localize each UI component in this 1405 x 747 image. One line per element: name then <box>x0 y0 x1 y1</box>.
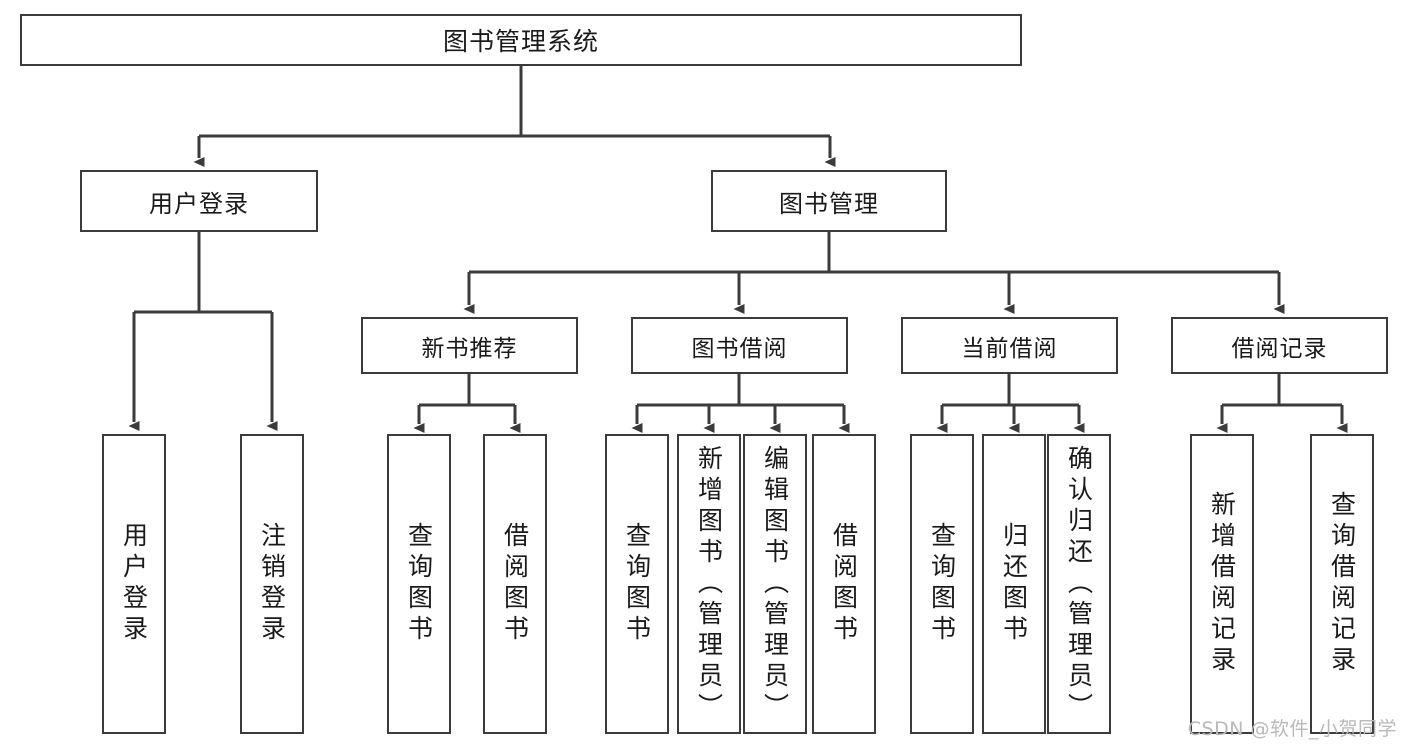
leaf-add-borrow-record[interactable]: 新增借阅记录 <box>1190 434 1254 734</box>
leaf-edit-book-admin-label: 编辑图书（管理员） <box>760 444 790 724</box>
leaf-return-book-label: 归还图书 <box>999 522 1029 646</box>
leaf-borrow-book[interactable]: 借阅图书 <box>812 434 876 734</box>
leaf-query-book-borrow[interactable]: 查询图书 <box>605 434 669 734</box>
leaf-confirm-return-admin-label: 确认归还（管理员） <box>1064 444 1094 724</box>
leaf-query-book-newbook[interactable]: 查询图书 <box>387 434 451 734</box>
leaf-borrow-book-label: 借阅图书 <box>829 522 859 646</box>
leaf-edit-book-admin[interactable]: 编辑图书（管理员） <box>743 434 807 734</box>
leaf-query-book-current[interactable]: 查询图书 <box>910 434 974 734</box>
node-borrow-record[interactable]: 借阅记录 <box>1171 317 1388 374</box>
leaf-user-login[interactable]: 用户登录 <box>102 434 166 734</box>
leaf-add-book-admin[interactable]: 新增图书（管理员） <box>677 434 741 734</box>
node-new-book-recommend-label: 新书推荐 <box>421 335 518 362</box>
node-current-borrow[interactable]: 当前借阅 <box>901 317 1118 374</box>
node-new-book-recommend[interactable]: 新书推荐 <box>361 317 578 374</box>
leaf-return-book[interactable]: 归还图书 <box>982 434 1046 734</box>
leaf-user-login-label: 用户登录 <box>119 522 149 646</box>
leaf-query-borrow-record-label: 查询借阅记录 <box>1327 491 1357 677</box>
node-book-management[interactable]: 图书管理 <box>711 170 947 232</box>
node-book-management-label: 图书管理 <box>779 189 879 218</box>
leaf-query-borrow-record[interactable]: 查询借阅记录 <box>1310 434 1374 734</box>
node-book-borrow-label: 图书借阅 <box>691 335 788 362</box>
leaf-query-book-newbook-label: 查询图书 <box>404 522 434 646</box>
leaf-logout[interactable]: 注销登录 <box>240 434 304 734</box>
leaf-query-book-borrow-label: 查询图书 <box>622 522 652 646</box>
leaf-confirm-return-admin[interactable]: 确认归还（管理员） <box>1047 434 1111 734</box>
node-current-borrow-label: 当前借阅 <box>961 335 1058 362</box>
node-root-label: 图书管理系统 <box>442 27 599 56</box>
watermark-text: CSDN @软件_小贺同学 <box>1187 718 1397 740</box>
leaf-query-book-current-label: 查询图书 <box>927 522 957 646</box>
node-user-login[interactable]: 用户登录 <box>80 170 318 232</box>
leaf-borrow-book-newbook[interactable]: 借阅图书 <box>483 434 547 734</box>
node-user-login-label: 用户登录 <box>149 189 249 218</box>
leaf-borrow-book-newbook-label: 借阅图书 <box>500 522 530 646</box>
node-book-borrow[interactable]: 图书借阅 <box>631 317 848 374</box>
node-root[interactable]: 图书管理系统 <box>20 14 1022 66</box>
node-borrow-record-label: 借阅记录 <box>1231 335 1328 362</box>
leaf-add-book-admin-label: 新增图书（管理员） <box>694 444 724 724</box>
leaf-add-borrow-record-label: 新增借阅记录 <box>1207 491 1237 677</box>
leaf-logout-label: 注销登录 <box>257 522 287 646</box>
